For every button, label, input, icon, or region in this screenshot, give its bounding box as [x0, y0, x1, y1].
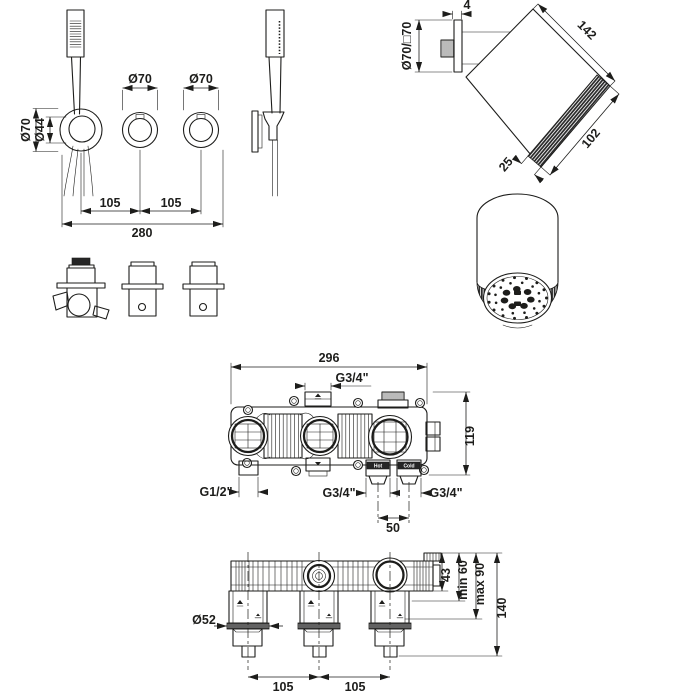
dim-head-length: 142 — [575, 18, 600, 43]
dim-holder-outer: Ø70 — [19, 118, 33, 142]
flange — [121, 283, 164, 290]
cold-label: Cold — [403, 463, 414, 469]
knob-notch — [196, 114, 206, 119]
dim-band-width: 25 — [496, 155, 516, 175]
mixer-knob-2 — [182, 111, 220, 149]
holder-cup-side — [262, 111, 285, 141]
bottom-rim — [502, 324, 533, 329]
dim-body-length: 102 — [579, 126, 603, 151]
dim-top-port: G3/4" — [335, 371, 368, 385]
dim-stem-spacing-right: 105 — [345, 680, 366, 694]
hand-shower-front — [66, 9, 85, 115]
dim-cold-port: G3/4" — [429, 486, 462, 500]
thermostat-cartridge-right — [367, 414, 413, 460]
dim-flange-diameter: Ø52 — [192, 613, 216, 627]
dim-total-width: 280 — [132, 226, 153, 240]
dim-port-spacing: 50 — [386, 521, 400, 535]
dim-plate-thickness: 4 — [464, 0, 471, 12]
mounting-ears — [241, 395, 430, 477]
body-knurl-texture — [230, 560, 434, 592]
swivel-connector — [440, 39, 455, 58]
front-view-dimensions: Ø70 Ø70 Ø70 Ø44 105 105 280 — [19, 72, 224, 240]
trim-view-diverter — [52, 257, 110, 320]
wall-bracket — [440, 19, 511, 73]
right-flap — [92, 305, 110, 320]
cylinder-top-arc — [476, 193, 559, 219]
shower-head-side-view: 4 Ø70/□70 142 102 25 — [400, 0, 620, 184]
cylinder-sides — [476, 217, 559, 283]
holder-inner-ring — [68, 115, 96, 143]
trim-top-views — [52, 257, 225, 320]
side-outlet-port — [425, 421, 441, 452]
arm-lines — [461, 31, 511, 65]
dim-holder-inner: Ø44 — [33, 118, 47, 142]
hose-side — [272, 139, 278, 197]
dim-head-profile: Ø70/□70 — [400, 22, 414, 71]
dim-valve-height: 119 — [463, 426, 477, 446]
hand-shower-handle — [70, 56, 82, 115]
valve-stem-middle — [297, 552, 341, 670]
flange — [56, 282, 106, 289]
valve-stem-right — [368, 552, 412, 670]
dim-max-depth: max 90 — [473, 563, 487, 605]
dim-knob1-diameter: Ø70 — [128, 72, 152, 86]
hose-outlet — [67, 293, 91, 317]
body — [66, 267, 96, 284]
dim-spacing-right: 105 — [161, 196, 182, 210]
connector-knurl — [442, 39, 454, 58]
bottom-outlet-left — [238, 460, 259, 476]
trim-view-valve-2 — [182, 261, 225, 317]
shower-holder-ring — [59, 108, 103, 152]
bottom-outlet-mid — [305, 457, 331, 477]
dim-hot-port: G3/4" — [322, 486, 355, 500]
dim-total-depth: 140 — [495, 598, 509, 619]
dim-stem-spacing-left: 105 — [273, 680, 294, 694]
dim-left-port: G1/2" — [199, 485, 232, 499]
thermostat-cap — [377, 391, 409, 409]
dim-body-depth: 43 — [439, 568, 453, 582]
cap — [71, 257, 91, 266]
shower-head-bottom-view — [476, 193, 559, 329]
elevation-dimensions: Ø52 105 105 43 min 60 max 90 140 — [192, 552, 509, 694]
front-view-mixer: Ø70 Ø70 Ø70 Ø44 105 105 280 — [19, 9, 285, 240]
valve-plan-view: Hot Cold 296 119 G3/4" G1/2" — [199, 351, 477, 535]
handle-side — [268, 56, 282, 114]
valve-cartridge-middle — [299, 415, 341, 457]
plan-view-dimensions: 296 119 G3/4" G1/2" G3/4" G3/4" 50 — [199, 351, 477, 535]
hot-label: Hot — [374, 463, 383, 469]
casting-webs — [254, 412, 315, 460]
dim-knob2-diameter: Ø70 — [189, 72, 213, 86]
cold-inlet-port: Cold — [396, 459, 422, 485]
knob-notch — [135, 114, 145, 119]
dim-spacing-left: 105 — [100, 196, 121, 210]
spray-nozzles — [487, 276, 548, 320]
hand-shower-head-side — [265, 9, 285, 58]
top-outlet-port — [304, 391, 332, 407]
wall-plate-side — [251, 110, 259, 153]
wall-plate — [453, 19, 463, 73]
hand-shower-side-view — [251, 9, 285, 197]
spray-face — [482, 272, 553, 324]
shower-hose — [63, 145, 94, 197]
dim-min-depth: min 60 — [456, 560, 470, 600]
hot-inlet-port: Hot — [365, 459, 391, 485]
dim-valve-width: 296 — [319, 351, 340, 365]
valve-cartridge-left — [227, 415, 269, 457]
hand-shower-head — [66, 9, 85, 58]
holder-outer-ring — [59, 108, 103, 152]
trim-view-valve-1 — [121, 261, 164, 317]
flange — [182, 283, 225, 290]
mixer-knob-1 — [121, 111, 159, 149]
spray-texture — [69, 20, 82, 48]
valve-stem-left — [226, 552, 270, 670]
valve-elevation-view: Ø52 105 105 43 min 60 max 90 140 — [192, 552, 509, 694]
